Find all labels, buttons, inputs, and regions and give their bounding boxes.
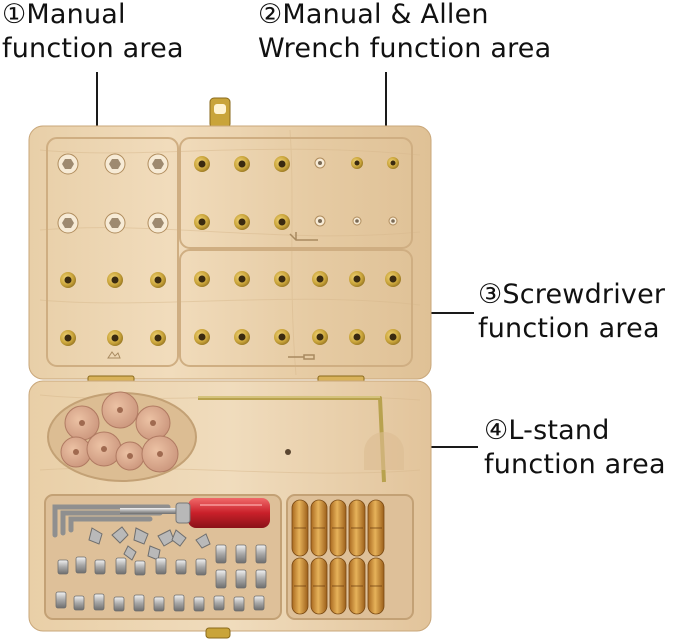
manual-area-label-line1: ①Manual [2,0,126,30]
manual-compartment [46,137,179,367]
brass-insert-icon [194,214,210,230]
hex-hole-icon [104,153,126,175]
top-lid-panel [28,125,432,380]
brass-insert-icon [107,330,123,346]
brass-insert-icon [385,329,401,345]
brass-insert-icon [60,272,76,288]
brass-insert-icon [194,156,210,172]
hex-hole-icon [104,212,126,234]
hex-hole-icon [147,212,169,234]
brass-insert-icon [194,329,210,345]
brass-insert-icon [351,157,363,169]
brass-insert-icon [385,271,401,287]
brass-insert-icon [107,272,123,288]
brass-insert-icon [312,329,328,345]
brass-insert-icon [234,214,250,230]
screwdriver-engraving-icon [288,354,315,360]
brass-insert-icon [150,330,166,346]
brass-insert-icon [234,271,250,287]
latch-icon [209,97,231,129]
brass-insert-icon [150,272,166,288]
brass-insert-icon [234,156,250,172]
hex-hole-icon [57,212,79,234]
brass-insert-icon [234,329,250,345]
hand-engraving-icon [107,351,121,359]
manual-allen-area-label-line2: Wrench function area [258,33,552,64]
l-stand-recess [364,432,404,470]
brass-insert-icon [349,271,365,287]
screwdriver-icon [120,498,270,528]
l-stand-area-label-line2: function area [484,449,666,480]
screwdriver-area-holes [194,271,401,360]
bolt-icon [55,544,267,612]
brass-insert-icon [274,329,290,345]
hex-hole-icon [314,215,326,227]
screwdriver-area-label: ③Screwdriver function area [478,278,665,346]
felt-washer-icon [60,391,179,473]
l-stand-area-label: ④L-stand function area [484,414,666,482]
manual-area-holes [57,153,169,359]
screwdriver-area-label-line2: function area [478,313,660,344]
screwdriver-compartment [179,249,413,367]
hex-hole-icon [57,153,79,175]
wing-nut-icon [88,526,211,561]
l-stand-hole [285,449,291,455]
hex-hole-icon [352,216,362,226]
manual-allen-compartment [179,137,413,249]
brass-insert-icon [387,157,399,169]
hex-hole-icon [147,153,169,175]
hex-hole-icon [388,216,398,226]
manual-area-label: ①Manual function area [2,0,184,66]
l-stand-area-label-line1: ④L-stand [484,415,610,446]
manual-area-label-line2: function area [2,33,184,64]
brass-insert-icon [274,156,290,172]
manual-allen-area-label: ②Manual & Allen Wrench function area [258,0,551,66]
brass-insert-icon [349,329,365,345]
brass-insert-icon [274,214,290,230]
brass-insert-icon [274,271,290,287]
manual-allen-area-label-line1: ②Manual & Allen [258,0,489,30]
brass-insert-icon [60,330,76,346]
latch-icon [205,627,231,639]
brass-insert-icon [194,271,210,287]
allen-engraving-icon [289,232,318,241]
bottom-tray-panel [28,380,432,632]
brass-insert-icon [312,271,328,287]
screwdriver-area-label-line1: ③Screwdriver [478,279,666,310]
manual-allen-area-holes [194,156,399,241]
hex-hole-icon [314,157,326,169]
